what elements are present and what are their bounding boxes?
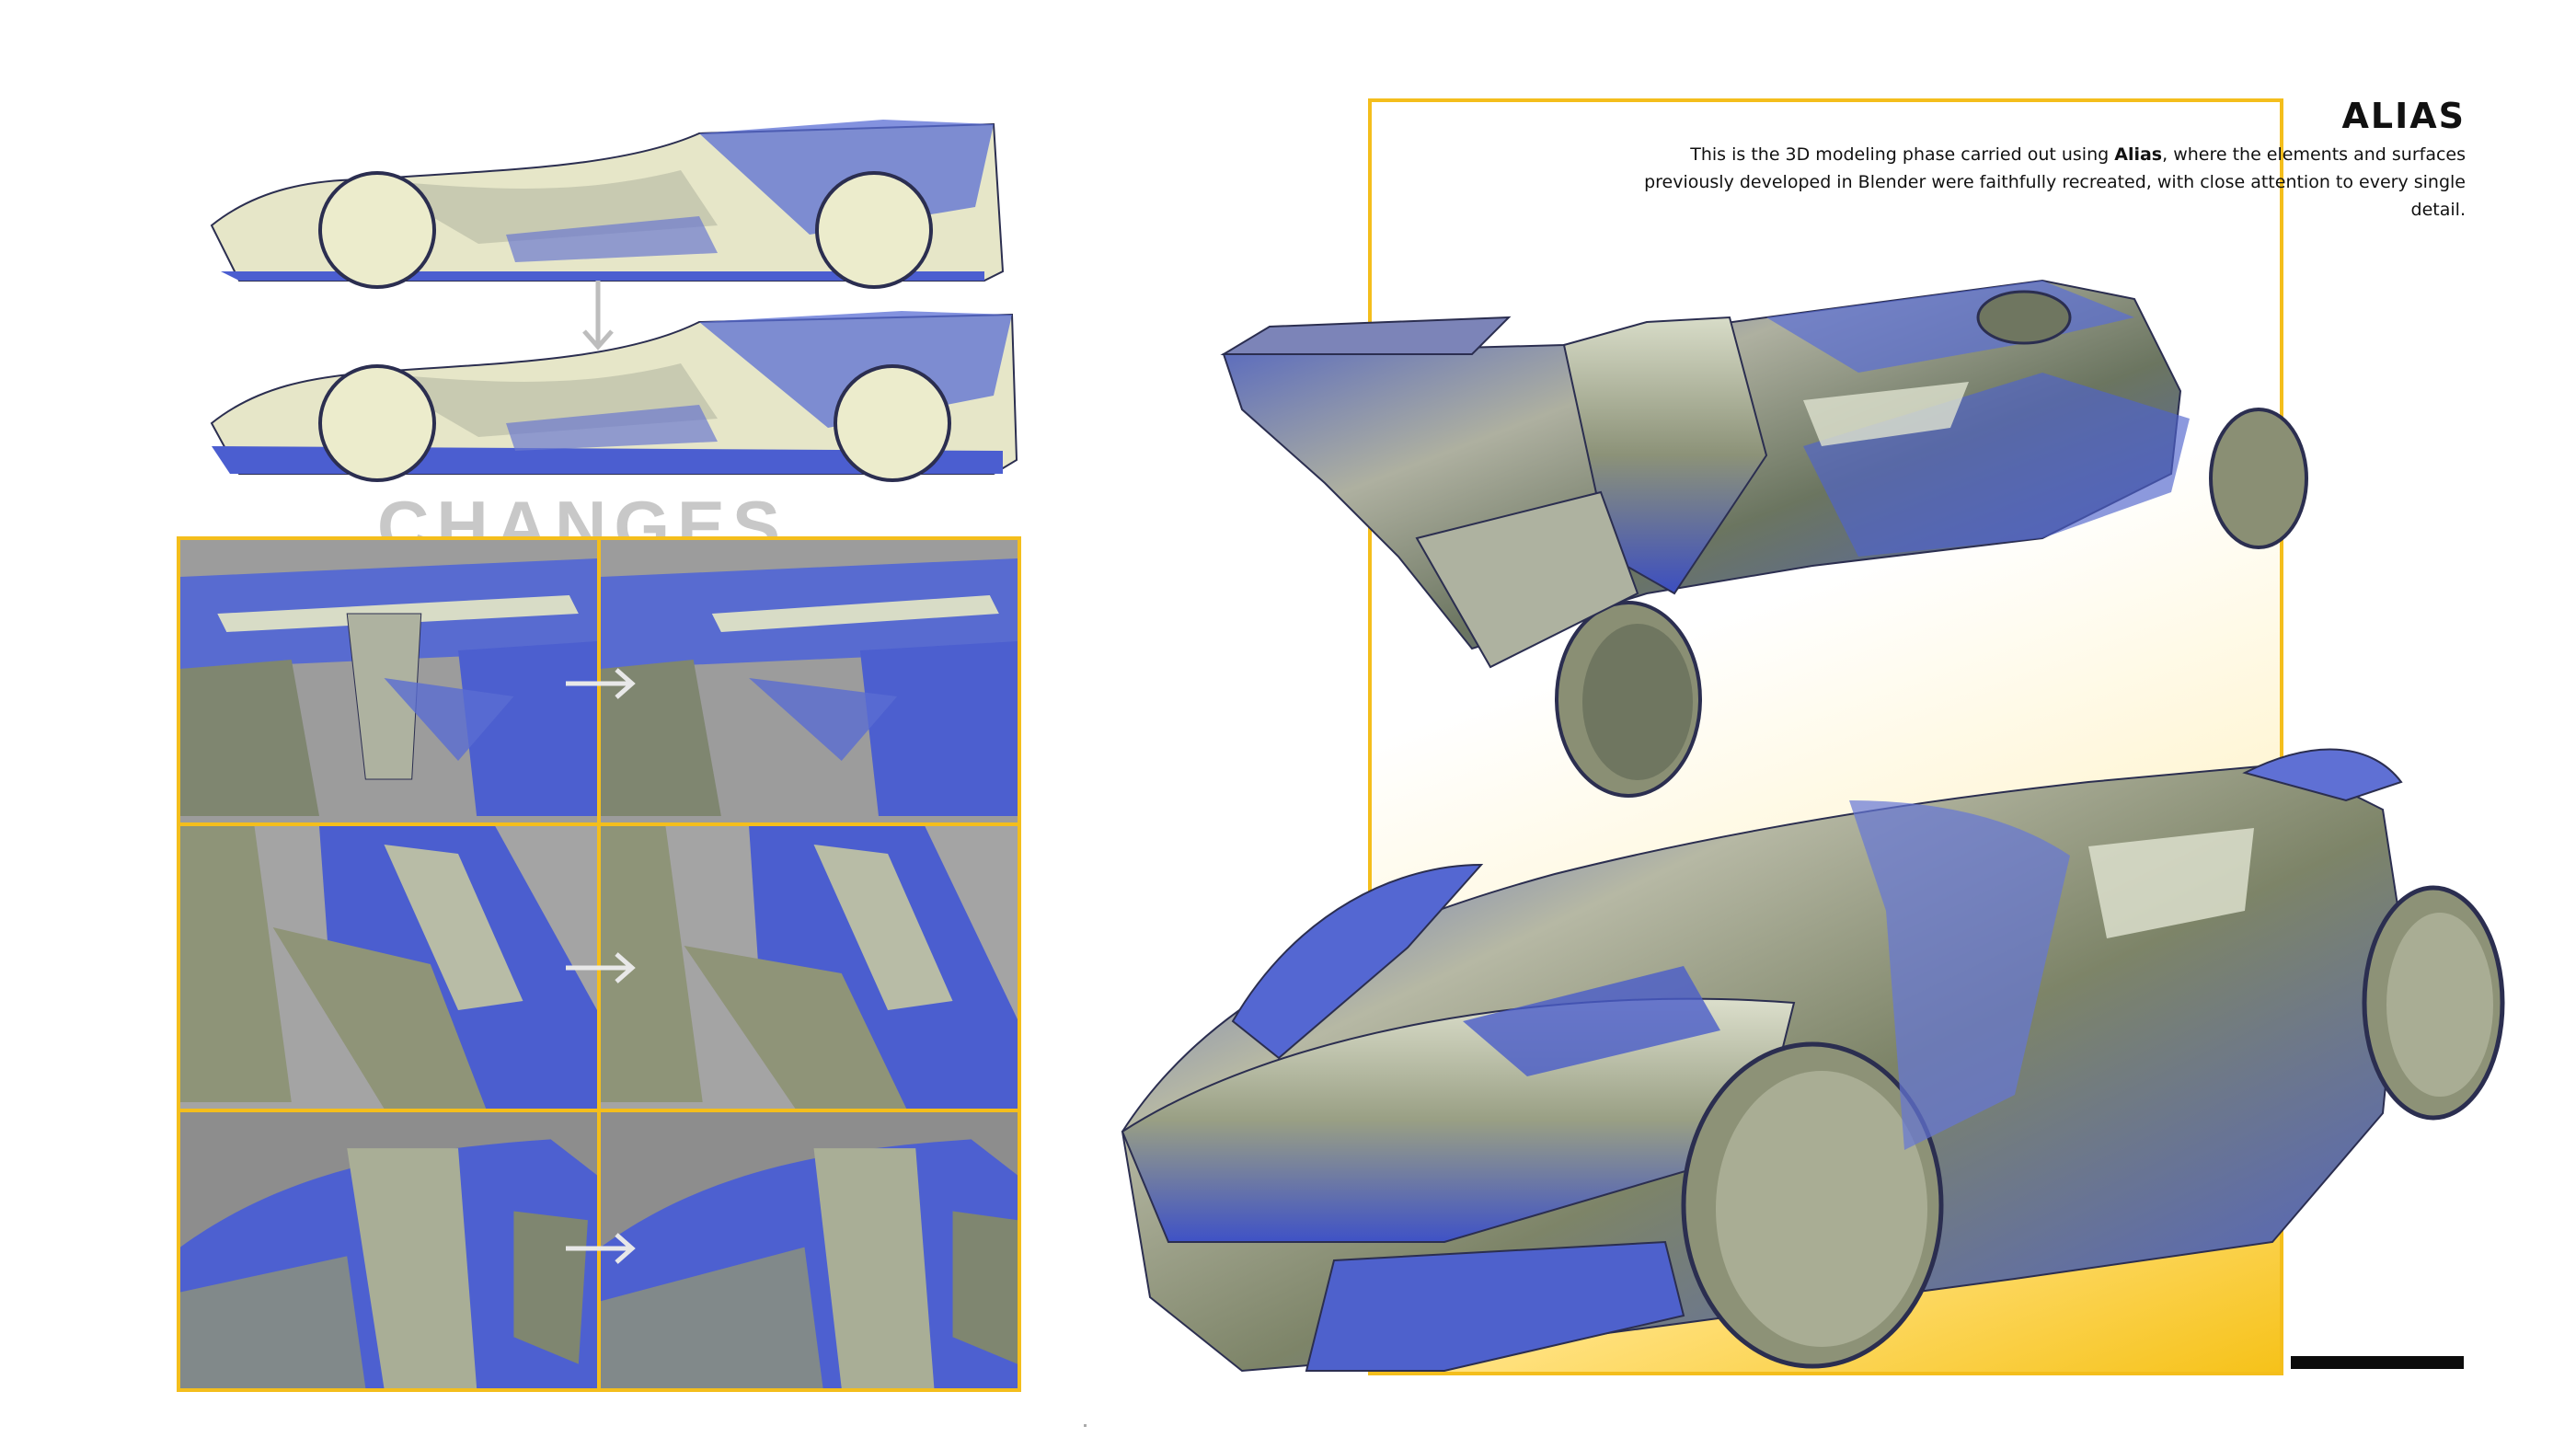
comparison-after-2 xyxy=(601,826,1018,1109)
comparison-before-1 xyxy=(180,540,597,822)
arrow-down-icon xyxy=(582,281,614,351)
comparison-grid xyxy=(177,536,1021,1392)
decorative-dot xyxy=(1084,1424,1087,1427)
comparison-before-3 xyxy=(180,1112,597,1388)
description-tail: , where the elements and surfaces previo… xyxy=(1644,144,2466,220)
description: This is the 3D modeling phase carried ou… xyxy=(1638,141,2466,224)
arrow-right-icon xyxy=(566,952,636,983)
arrow-right-icon xyxy=(566,668,636,699)
arrow-right-icon xyxy=(566,1233,636,1264)
description-bold: Alias xyxy=(2114,144,2163,165)
comparison-after-1 xyxy=(601,540,1018,822)
decorative-bar xyxy=(2291,1356,2464,1369)
side-profile-after xyxy=(210,311,1018,482)
side-profile-before xyxy=(210,120,1005,289)
comparison-before-2 xyxy=(180,826,597,1109)
car-front-view xyxy=(1121,748,2505,1373)
description-lead: This is the 3D modeling phase carried ou… xyxy=(1690,144,2115,165)
changes-label: CHANGES xyxy=(377,486,788,539)
car-rear-view xyxy=(1220,279,2308,798)
page-title: ALIAS xyxy=(2341,96,2466,136)
comparison-after-3 xyxy=(601,1112,1018,1388)
